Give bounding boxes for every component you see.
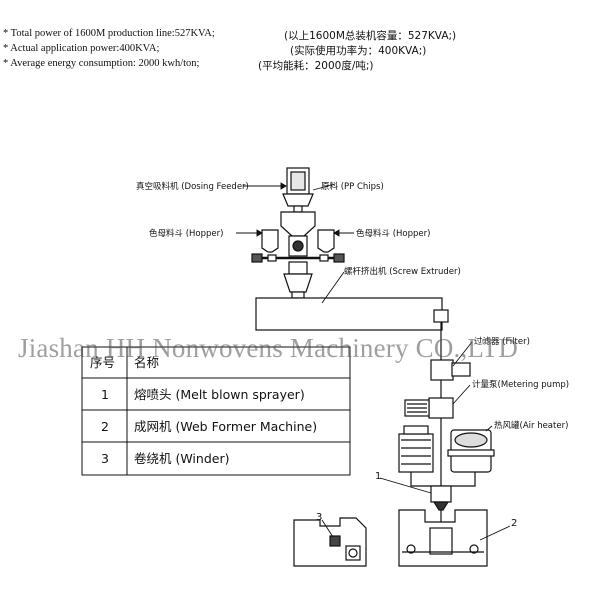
extruder-outlet [433, 309, 449, 323]
arrow-hopper-left [256, 229, 263, 237]
table-cell-no-2: 2 [101, 419, 109, 434]
spec-line-2: * Actual application power:400KVA; [3, 43, 160, 54]
sprayer-nozzle [432, 501, 450, 511]
leader-air-heater [485, 425, 493, 432]
lower-feed-block [288, 261, 308, 275]
label-hopper-right: 色母料斗 (Hopper) [356, 228, 430, 239]
winder-roll [345, 545, 361, 561]
dosing-arm-end-right [333, 253, 345, 263]
air-heater-top [454, 432, 488, 448]
dosing-feeder-cone [282, 193, 314, 207]
table-cell-no-1: 1 [101, 387, 109, 402]
label-filter: 过滤器 (Filter) [474, 336, 530, 347]
dosing-arm-end-left [251, 253, 263, 263]
table-header-no: 序号 [90, 355, 115, 370]
feed-valve [292, 240, 304, 252]
color-hopper-left [261, 229, 279, 253]
main-hopper [280, 211, 316, 237]
leader-callout-1 [379, 477, 432, 494]
label-hopper-left: 色母料斗 (Hopper) [149, 228, 223, 239]
heater-stand [410, 472, 476, 487]
filter-side-box [451, 362, 471, 377]
leader-pp-chips [312, 183, 336, 191]
leader-metering-pump [452, 384, 471, 405]
spec-line-3-cn: (平均能耗：2000度/吨;) [258, 60, 374, 72]
callout-1: 1 [375, 471, 381, 482]
winder-roll-core [348, 548, 358, 558]
winder-control [329, 535, 341, 547]
leader-callout-2 [479, 525, 511, 541]
leader-filter [452, 341, 473, 367]
label-air-heater: 热风罐(Air heater) [494, 420, 568, 431]
spec-line-2-cn: (实际使用功率为：400KVA;) [290, 45, 427, 57]
melt-blown-sprayer [430, 485, 452, 503]
roller-left [406, 544, 416, 554]
callout-3: 3 [316, 512, 322, 523]
spec-line-3: * Average energy consumption: 2000 kwh/t… [3, 58, 200, 69]
table-frame [81, 346, 351, 476]
dosing-motor-left [267, 254, 277, 262]
leader-callout-3 [321, 519, 334, 538]
spec-line-1-cn: (以上1600M总装机容量：527KVA;) [284, 30, 457, 42]
screw-extruder-barrel [255, 297, 443, 331]
label-metering-pump: 计量泵(Metering pump) [472, 379, 569, 390]
table-cell-name-3: 卷绕机 (Winder) [134, 451, 229, 466]
color-hopper-right [317, 229, 335, 253]
arrow-dosing-feeder [280, 182, 287, 190]
roller-right [469, 544, 479, 554]
table-cell-no-3: 3 [101, 451, 109, 466]
table-cell-name-1: 熔喷头 (Melt blown sprayer) [134, 387, 305, 402]
lower-funnel [283, 273, 313, 293]
web-former-drum [429, 527, 453, 555]
legend-table [81, 346, 351, 476]
dosing-feeder-window [290, 171, 306, 191]
air-heater-band [447, 449, 495, 457]
watermark: Jiashan HH Nonwovens Machinery CO.,LTD [18, 333, 519, 363]
callout-2: 2 [511, 518, 517, 529]
label-dosing-feeder: 真空吸料机 (Dosing Feeder) [136, 181, 249, 192]
label-screw-extruder: 螺杆挤出机 (Screw Extruder) [344, 266, 461, 277]
dosing-motor-right [319, 254, 329, 262]
control-cabinet-top [403, 425, 429, 435]
metering-pump [428, 397, 454, 419]
table-cell-name-2: 成网机 (Web Former Machine) [134, 419, 317, 434]
table-header-name: 名称 [134, 355, 159, 370]
arrow-hopper-right [333, 229, 340, 237]
label-pp-chips: 原料 (PP Chips) [321, 181, 384, 192]
spec-line-1: * Total power of 1600M production line:5… [3, 28, 215, 39]
funnel-outlet [291, 291, 305, 299]
dosing-feeder-neck [293, 205, 303, 213]
leader-screw-extruder [321, 271, 345, 304]
